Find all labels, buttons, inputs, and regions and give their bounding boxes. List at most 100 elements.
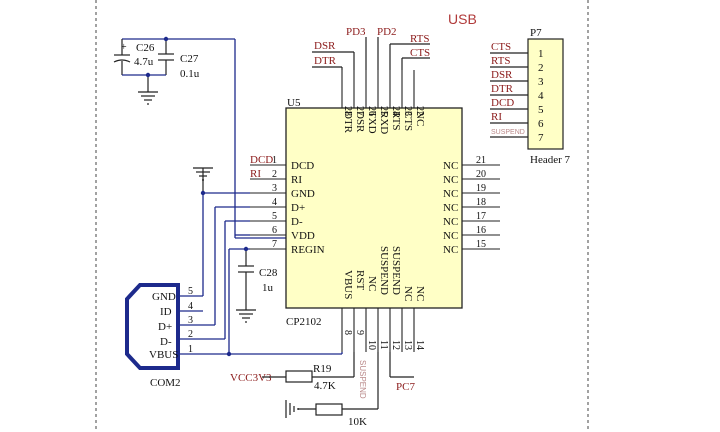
c26-value: 4.7u [134, 56, 154, 68]
connector-pin-num: 5 [188, 286, 193, 297]
right-pin-num: 18 [476, 197, 486, 208]
top-pin-num: 26 [366, 106, 377, 116]
left-pin-name: D+ [291, 202, 305, 214]
c26-ref: C26 [136, 42, 155, 54]
right-pin-name: NC [443, 244, 458, 256]
right-pin-num: 15 [476, 239, 486, 250]
top-pin-num: 22 [414, 106, 425, 116]
r-10k-value: 10K [348, 416, 367, 428]
right-pin-name: NC [443, 202, 458, 214]
left-pin-num: 7 [272, 239, 277, 250]
chip-designator: U5 [287, 97, 301, 109]
bottom-pins: 8 9 10 11 12 13 14 VBUS RST NC SUSPEND S… [341, 246, 426, 352]
top-pin-num: 23 [402, 106, 413, 116]
connector-pin-num: 3 [188, 315, 193, 326]
net-pd2-label: PD2 [377, 26, 397, 38]
bottom-pin-num: 13 [402, 340, 413, 350]
top-pin-name: CTS [402, 111, 414, 131]
top-pin-num: 25 [378, 106, 389, 116]
usb-connector: COM2 GND ID D+ D- VBUS 5 4 3 2 1 [125, 283, 342, 389]
header-net-label: SUSPEND [491, 129, 525, 136]
right-pin-name: NC [443, 216, 458, 228]
reset-network: VCC3V3 R19 4.7K 10K SUSPEND PC7 [230, 352, 415, 428]
top-pin-name: RTS [390, 111, 402, 131]
bottom-pin-name: SUSPEND [390, 246, 402, 295]
left-pin-num: 6 [272, 225, 277, 236]
right-pin-num: 16 [476, 225, 486, 236]
header-ref: P7 [530, 27, 542, 39]
right-pin-num: 21 [476, 155, 486, 166]
r19-ref: R19 [313, 363, 332, 375]
header-pin-num: 6 [538, 118, 544, 130]
top-pin-num: 28 [342, 106, 353, 116]
net-ri-label: RI [250, 168, 261, 180]
left-pin-name: VDD [291, 230, 315, 242]
power-net-label: VCC3V3 [230, 372, 272, 384]
top-pin-name: TXD [366, 111, 378, 134]
net-rts-label: RTS [410, 33, 430, 45]
right-pins: 21 20 19 18 17 16 15 NC NC NC NC NC NC N… [443, 155, 500, 256]
bottom-pin-num: 12 [390, 340, 401, 350]
top-pin-name: DTR [342, 111, 354, 134]
bottom-pin-num: 14 [414, 340, 425, 350]
right-pin-name: NC [443, 160, 458, 172]
c28-cap: C28 1u [236, 246, 278, 323]
right-pin-num: 20 [476, 169, 486, 180]
left-pin-name: RI [291, 174, 302, 186]
connector-pin-name: GND [152, 291, 176, 303]
right-pin-num: 17 [476, 211, 486, 222]
usb-signal-wires [200, 190, 343, 357]
right-pin-num: 19 [476, 183, 486, 194]
chip-body [285, 107, 463, 309]
gnd-symbol-top [193, 167, 213, 193]
connector-pin-num: 2 [188, 329, 193, 340]
r19-body [285, 370, 313, 383]
header-name: Header 7 [530, 154, 571, 166]
header-pin-num: 4 [538, 90, 544, 102]
top-pin-num: 27 [354, 106, 365, 116]
header-pin-num: 1 [538, 48, 544, 60]
net-suspend-label: SUSPEND [358, 360, 367, 399]
top-net-labels: DSR DTR PD3 PD2 RTS CTS [312, 26, 430, 70]
r19-value: 4.7K [314, 380, 336, 392]
right-pin-name: NC [443, 188, 458, 200]
header-p7: P7 Header 7 1 2 3 4 5 6 7 CTS RTS DSR DT… [490, 27, 571, 166]
net-dsr-label: DSR [314, 40, 336, 52]
bottom-pin-name: NC [414, 286, 426, 301]
header-pin-num: 3 [538, 76, 544, 88]
header-net-label: RTS [491, 55, 511, 67]
bottom-pin-name: VBUS [342, 270, 354, 299]
sheet-title: USB [448, 11, 477, 27]
left-pin-name: GND [291, 188, 315, 200]
net-cts-label: CTS [410, 47, 430, 59]
top-pins: 28 27 26 25 24 23 22 DTR DSR TXD RXD RTS… [341, 70, 426, 134]
chip-cp2102: U5 CP2102 1 2 3 4 5 6 7 DCD RI GND D+ D-… [250, 70, 500, 352]
net-pd3-label: PD3 [346, 26, 366, 38]
header-pin-num: 2 [538, 62, 544, 74]
bottom-pin-name: SUSPEND [378, 246, 390, 295]
bottom-pin-name: NC [366, 276, 378, 291]
left-net-labels: DCD RI [250, 154, 273, 180]
header-net-label: CTS [491, 41, 511, 53]
header-net-label: DSR [491, 69, 513, 81]
connector-pin-num: 1 [188, 344, 193, 355]
header-net-label: RI [491, 111, 502, 123]
left-pin-name: DCD [291, 160, 314, 172]
left-pin-name: REGIN [291, 244, 325, 256]
header-net-label: DCD [491, 97, 514, 109]
left-pin-num: 1 [272, 155, 277, 166]
right-pin-name: NC [443, 230, 458, 242]
connector-pin-name: ID [160, 306, 172, 318]
net-dtr-label: DTR [314, 55, 337, 67]
left-pin-num: 4 [272, 197, 277, 208]
decoupling-caps: + C26 4.7u C27 0.1u [113, 36, 286, 239]
left-pin-name: D- [291, 216, 303, 228]
top-pin-num: 24 [390, 106, 401, 116]
connector-pin-name: VBUS [149, 349, 178, 361]
bottom-pin-num: 10 [366, 340, 377, 350]
top-pin-name: RXD [378, 111, 390, 134]
c27-ref: C27 [180, 53, 199, 65]
header-pin-num: 7 [538, 132, 544, 144]
bottom-pin-num: 9 [354, 330, 365, 335]
net-dcd-label: DCD [250, 154, 273, 166]
